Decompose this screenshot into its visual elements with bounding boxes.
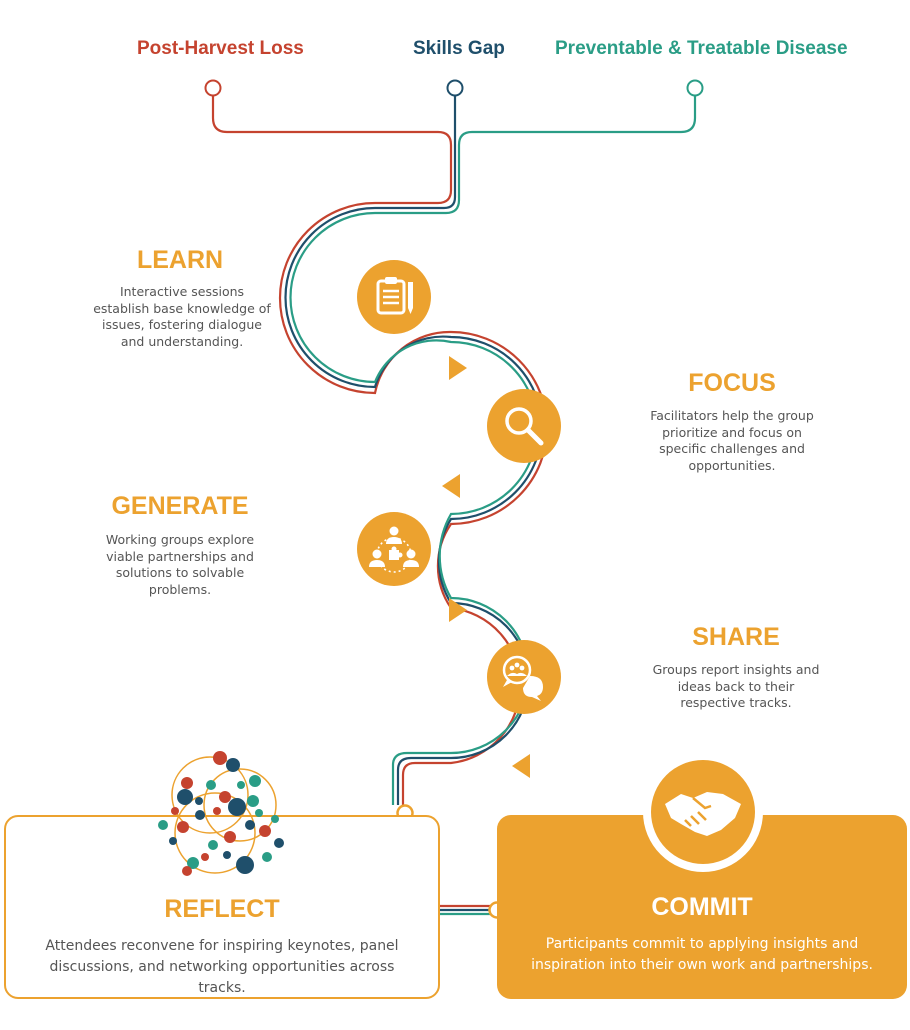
arrow-head-2 bbox=[442, 474, 460, 498]
reflect-description: Attendees reconvene for inspiring keynot… bbox=[45, 938, 399, 996]
network-node bbox=[181, 777, 193, 789]
network-node bbox=[271, 815, 279, 823]
network-node bbox=[223, 851, 231, 859]
network-node bbox=[177, 821, 189, 833]
share-description: Groups report insights and ideas back to… bbox=[652, 662, 820, 710]
network-node bbox=[158, 820, 168, 830]
arrow-head-4 bbox=[512, 754, 530, 778]
learn-title: LEARN bbox=[136, 246, 224, 274]
speech-bubbles-icon bbox=[502, 655, 543, 701]
network-node bbox=[274, 838, 284, 848]
network-node bbox=[249, 775, 261, 787]
arrow-head-1 bbox=[449, 356, 467, 380]
track-endpoint-teal bbox=[686, 79, 704, 97]
network-node bbox=[182, 866, 192, 876]
magnifier-icon bbox=[505, 407, 544, 446]
commit-icon-circle bbox=[643, 752, 763, 872]
network-node bbox=[177, 789, 193, 805]
focus-description: Facilitators help the group prioritize a… bbox=[650, 408, 814, 473]
network-node bbox=[226, 758, 240, 772]
learn-description: Interactive sessions establish base know… bbox=[93, 284, 271, 349]
network-node bbox=[237, 781, 245, 789]
track-label-skills-gap: Skills Gap bbox=[413, 38, 505, 59]
network-node bbox=[259, 825, 271, 837]
network-node bbox=[262, 852, 272, 862]
handshake-icon bbox=[665, 792, 741, 836]
network-node bbox=[219, 791, 231, 803]
track-endpoint-navy bbox=[446, 79, 464, 97]
network-node bbox=[245, 820, 255, 830]
share-icon-circle bbox=[487, 640, 561, 714]
network-node bbox=[208, 840, 218, 850]
track-endpoint-red bbox=[204, 79, 222, 97]
people-puzzle-icon bbox=[369, 526, 419, 573]
reflect-box: REFLECT Attendees reconvene for inspirin… bbox=[4, 815, 440, 999]
network-node bbox=[195, 797, 203, 805]
track-label-post-harvest-loss: Post-Harvest Loss bbox=[137, 38, 304, 59]
track-label-preventable-disease: Preventable & Treatable Disease bbox=[555, 38, 848, 59]
network-node bbox=[206, 780, 216, 790]
learn-icon-circle bbox=[357, 260, 431, 334]
network-node bbox=[213, 807, 221, 815]
network-icon bbox=[158, 751, 284, 876]
focus-title: FOCUS bbox=[688, 369, 776, 397]
generate-icon-circle bbox=[357, 512, 431, 586]
network-node bbox=[187, 857, 199, 869]
focus-icon-circle bbox=[487, 389, 561, 463]
reflect-title: REFLECT bbox=[164, 895, 280, 923]
network-node bbox=[236, 856, 254, 874]
network-node bbox=[171, 807, 179, 815]
commit-description: Participants commit to applying insights… bbox=[531, 936, 873, 973]
network-node bbox=[195, 810, 205, 820]
network-node bbox=[255, 809, 263, 817]
arrow-head-3 bbox=[449, 598, 467, 622]
commit-title: COMMIT bbox=[651, 893, 753, 921]
network-node bbox=[169, 837, 177, 845]
network-node bbox=[247, 795, 259, 807]
network-node bbox=[201, 853, 209, 861]
network-node bbox=[213, 751, 227, 765]
network-node bbox=[228, 798, 246, 816]
share-title: SHARE bbox=[692, 623, 780, 651]
clipboard-pencil-icon bbox=[376, 277, 413, 315]
network-node bbox=[224, 831, 236, 843]
generate-description: Working groups explore viable partnershi… bbox=[105, 532, 255, 597]
generate-title: GENERATE bbox=[111, 492, 249, 520]
